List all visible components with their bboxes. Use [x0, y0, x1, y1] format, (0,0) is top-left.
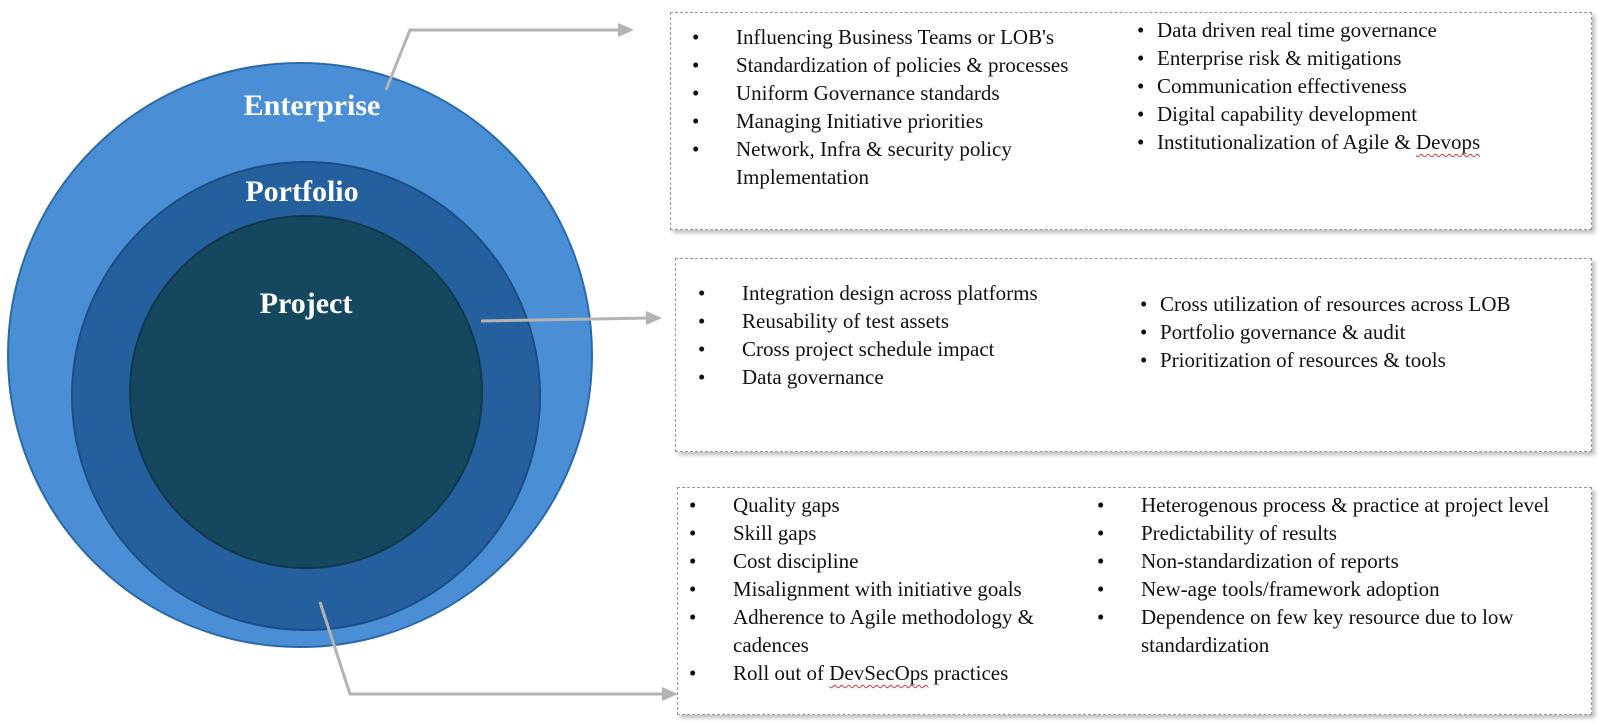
enterprise-details-box: Influencing Business Teams or LOB's Stan… — [670, 12, 1592, 230]
project-connector-arrow — [318, 601, 678, 701]
list-item: Standardization of policies & processes — [686, 51, 1116, 79]
portfolio-connector-arrow — [480, 311, 662, 325]
enterprise-right-list: Data driven real time governance Enterpr… — [1135, 16, 1575, 156]
project-label: Project — [260, 287, 353, 320]
list-item: Adherence to Agile methodology & cadence… — [683, 603, 1083, 659]
list-item: Uniform Governance standards — [686, 79, 1116, 107]
list-item: Managing Initiative priorities — [686, 107, 1116, 135]
spellcheck-flagged-word: DevSecOps — [829, 661, 929, 685]
list-item: Misalignment with initiative goals — [683, 575, 1083, 603]
portfolio-left-list: Integration design across platforms Reus… — [692, 279, 1132, 391]
list-item: Communication effectiveness — [1135, 72, 1575, 100]
list-item: Prioritization of resources & tools — [1138, 346, 1588, 374]
spellcheck-flagged-word: Devops — [1415, 130, 1481, 154]
portfolio-right-list: Cross utilization of resources across LO… — [1138, 290, 1588, 374]
list-item: Portfolio governance & audit — [1138, 318, 1588, 346]
enterprise-connector-arrow — [384, 23, 634, 91]
list-item: Reusability of test assets — [692, 307, 1132, 335]
project-right-list: Heterogenous process & practice at proje… — [1091, 491, 1581, 659]
list-item: Skill gaps — [683, 519, 1083, 547]
list-item: Cost discipline — [683, 547, 1083, 575]
list-item: Network, Infra & security policy Impleme… — [686, 135, 1066, 191]
list-item: Predictability of results — [1091, 519, 1581, 547]
enterprise-label: Enterprise — [244, 89, 381, 122]
list-item-text: practices — [928, 661, 1009, 685]
list-item-text: Institutionalization of Agile & — [1157, 130, 1416, 154]
list-item: Quality gaps — [683, 491, 1083, 519]
portfolio-label: Portfolio — [245, 175, 358, 208]
enterprise-left-list: Influencing Business Teams or LOB's Stan… — [686, 23, 1116, 191]
list-item: Data driven real time governance — [1135, 16, 1575, 44]
list-item: Integration design across platforms — [692, 279, 1132, 307]
list-item: Non-standardization of reports — [1091, 547, 1581, 575]
list-item: Cross utilization of resources across LO… — [1138, 290, 1588, 318]
list-item: Cross project schedule impact — [692, 335, 1132, 363]
list-item: Roll out of DevSecOps practices — [683, 659, 1083, 687]
project-left-list: Quality gaps Skill gaps Cost discipline … — [683, 491, 1083, 687]
list-item: Digital capability development — [1135, 100, 1575, 128]
project-ring — [129, 215, 483, 569]
list-item: Heterogenous process & practice at proje… — [1091, 491, 1561, 519]
list-item: Dependence on few key resource due to lo… — [1091, 603, 1561, 659]
list-item: Institutionalization of Agile & Devops — [1135, 128, 1575, 156]
list-item: Influencing Business Teams or LOB's — [686, 23, 1116, 51]
list-item: Enterprise risk & mitigations — [1135, 44, 1575, 72]
project-details-box: Quality gaps Skill gaps Cost discipline … — [677, 487, 1592, 715]
list-item-text: Roll out of — [733, 661, 830, 685]
list-item: Data governance — [692, 363, 1132, 391]
list-item: New-age tools/framework adoption — [1091, 575, 1581, 603]
portfolio-details-box: Integration design across platforms Reus… — [675, 258, 1592, 452]
